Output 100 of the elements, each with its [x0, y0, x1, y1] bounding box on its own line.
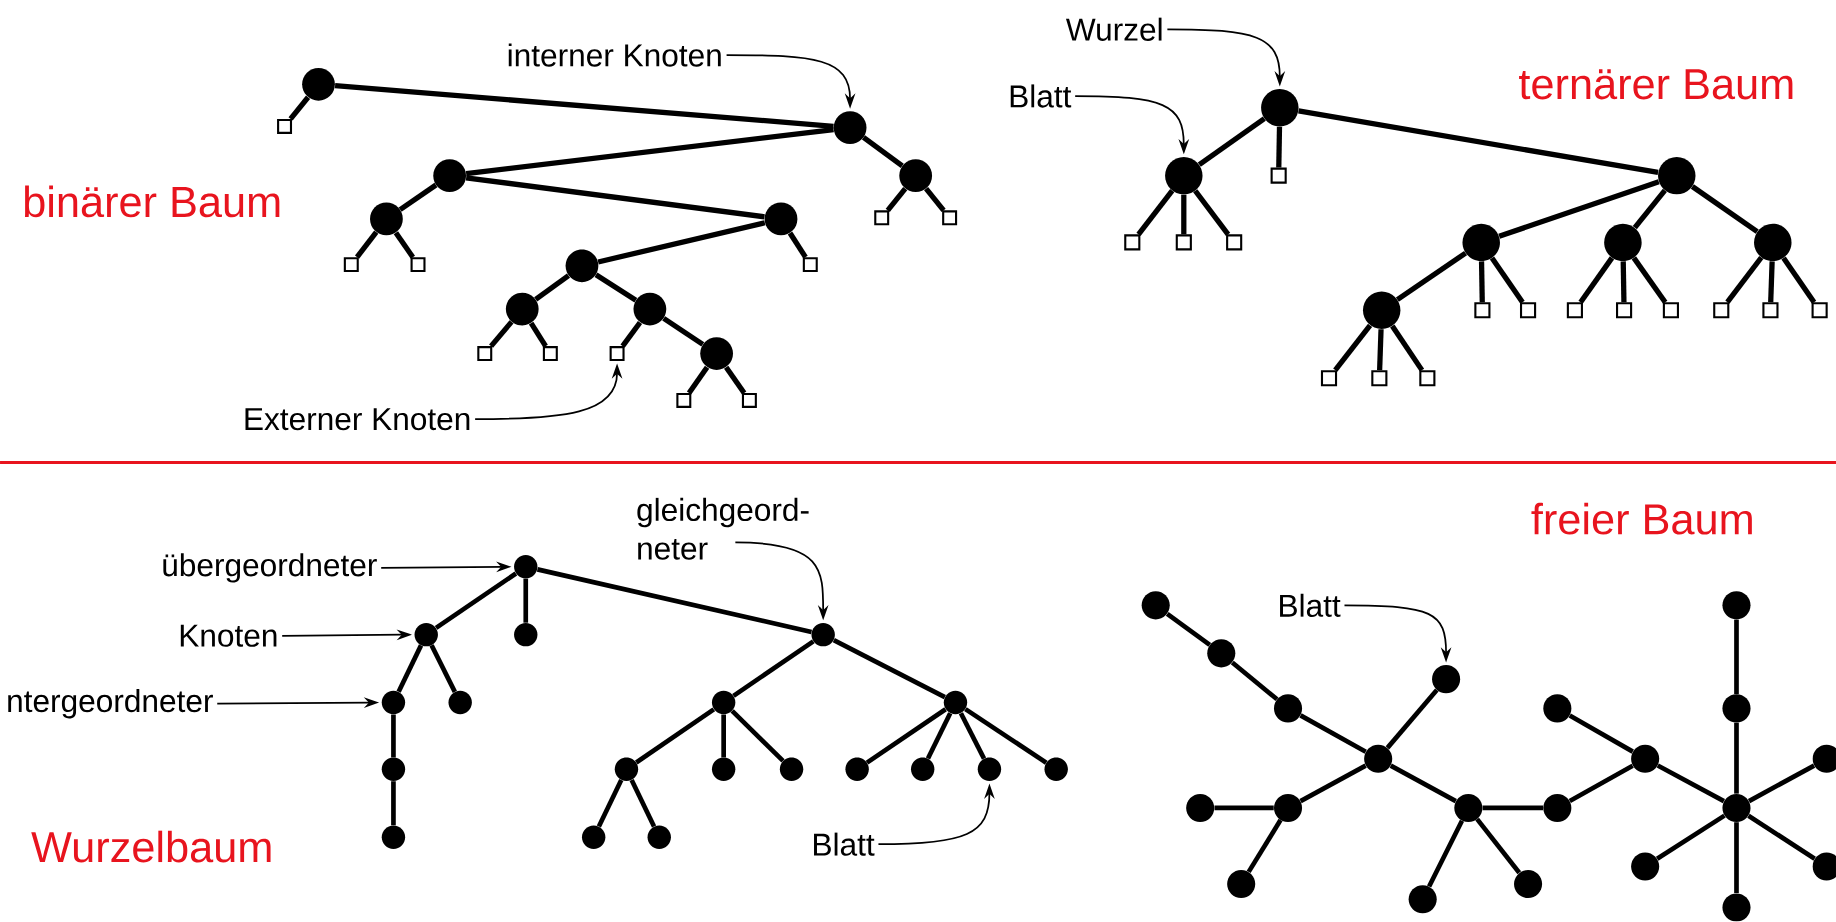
branch-line	[787, 231, 808, 259]
branch-line	[686, 365, 710, 395]
branch-line	[1165, 612, 1212, 648]
tree-node	[381, 691, 406, 715]
tree-node	[1543, 694, 1572, 723]
tree-node	[514, 555, 538, 579]
tree-node	[1722, 893, 1751, 922]
tree-title: binärer Baum	[25, 185, 280, 218]
leaf-square	[1474, 302, 1491, 319]
branch-line	[832, 638, 946, 700]
branch-line	[958, 712, 987, 760]
branch-line	[1747, 763, 1816, 804]
tree-node	[1141, 591, 1170, 620]
tree-node	[633, 293, 667, 326]
leaf-square	[676, 393, 692, 409]
leaf-square	[1713, 302, 1730, 319]
tree-node	[302, 68, 335, 101]
tree-node	[1044, 757, 1068, 782]
branch-line	[1230, 660, 1279, 702]
branch-line	[1632, 189, 1667, 230]
branch-line	[1498, 179, 1660, 239]
tree-node	[1812, 852, 1836, 881]
branch-line	[964, 707, 1048, 765]
tree-node	[1722, 591, 1751, 620]
branch-line	[1214, 805, 1274, 811]
tree-node	[1631, 852, 1660, 881]
tree-node	[1658, 157, 1696, 195]
branch-line	[288, 95, 311, 121]
branch-line	[1725, 256, 1764, 305]
tree-node	[1543, 794, 1572, 823]
branch-line	[1620, 261, 1627, 303]
branch-line	[1193, 189, 1231, 237]
branch-line	[429, 644, 457, 694]
branch-line	[1578, 256, 1615, 304]
branch-line	[1385, 688, 1439, 750]
tree-node	[764, 202, 798, 236]
branch-line	[1389, 763, 1457, 804]
tree-node	[1462, 223, 1500, 262]
tree-node	[1604, 223, 1642, 262]
branch-line	[1489, 256, 1525, 304]
tree-node	[943, 691, 968, 715]
branch-line	[597, 220, 766, 265]
tree-node	[1186, 794, 1215, 823]
tree-node	[977, 757, 1002, 782]
tree-node	[811, 623, 835, 647]
tree-node	[1754, 223, 1792, 262]
branch-line	[398, 183, 438, 212]
branch-line	[396, 644, 424, 694]
tree-node	[711, 757, 736, 782]
tree-node	[414, 623, 438, 647]
callout-label: Blatt	[1280, 594, 1341, 618]
leaf-square	[1811, 302, 1828, 319]
branch-line	[732, 639, 815, 698]
tree-node	[1207, 639, 1236, 668]
branch-line	[629, 779, 657, 828]
branch-line	[861, 135, 904, 169]
tree-node	[711, 691, 736, 715]
branch-line	[1475, 817, 1522, 875]
leaf-square	[1270, 167, 1287, 184]
branch-line	[1734, 822, 1739, 894]
branch-line	[534, 273, 571, 302]
leaf-square	[1226, 234, 1243, 251]
tree-node	[779, 757, 804, 782]
branch-line	[1734, 722, 1739, 794]
branch-line	[465, 127, 834, 177]
branch-line	[434, 571, 518, 631]
leaf-square	[477, 346, 493, 362]
branch-line	[1299, 713, 1367, 755]
leaf-square	[942, 210, 958, 226]
tree-title: ternärer Baum	[1519, 69, 1793, 100]
leaf-square	[1124, 234, 1141, 251]
branch-line	[1690, 184, 1759, 234]
branch-line	[523, 578, 529, 623]
callout-label: Blatt	[814, 832, 875, 857]
tree-node	[845, 757, 869, 782]
branch-line	[634, 707, 716, 765]
branch-line	[1276, 126, 1283, 168]
leaf-square	[542, 346, 558, 362]
branch-line	[925, 712, 953, 760]
tree-node	[581, 825, 606, 850]
branch-line	[1478, 261, 1485, 303]
branch-line	[1181, 194, 1187, 235]
branch-line	[354, 230, 379, 259]
tree-node	[1432, 665, 1461, 694]
branch-line	[1426, 819, 1465, 888]
tree-node	[1722, 794, 1751, 823]
tree-node	[833, 111, 867, 145]
tree-node	[1812, 744, 1836, 774]
branch-line	[1482, 805, 1544, 811]
leaf-square	[1662, 302, 1679, 319]
leaf-square	[802, 257, 818, 273]
branch-line	[1747, 814, 1816, 861]
branch-line	[465, 175, 765, 220]
branch-line	[620, 321, 643, 348]
branch-line	[393, 231, 415, 259]
tree-node	[565, 249, 599, 283]
tree-node	[448, 691, 472, 715]
tree-node	[381, 757, 406, 782]
branch-line	[1568, 713, 1634, 754]
tree-title: Wurzelbaum	[31, 830, 271, 863]
